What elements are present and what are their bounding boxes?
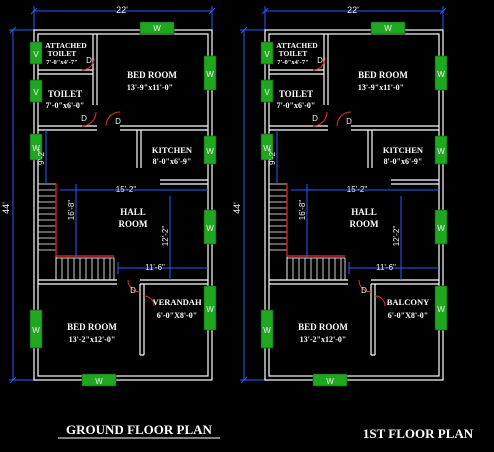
- room-size: 13'-9"x11'-0": [127, 83, 173, 92]
- dim-label: 12'-2": [392, 226, 401, 247]
- dim-label: 9'-2": [37, 149, 46, 165]
- room-name: BALCONY: [387, 297, 430, 307]
- window-mark: W: [263, 144, 271, 153]
- overall-width-label: 22': [347, 5, 359, 15]
- door-mark: D: [312, 114, 318, 123]
- window-mark: W: [437, 147, 445, 156]
- overall-width-dimension: [261, 6, 447, 30]
- room-name: HALL: [120, 207, 146, 217]
- door-mark: D: [130, 286, 136, 295]
- room-size: 8'-0"x6'-9": [384, 157, 423, 166]
- window-mark: W: [206, 70, 214, 79]
- stair-railing: [286, 184, 345, 257]
- overall-width-label: 22': [116, 5, 128, 15]
- room-name: ATTACHED: [45, 41, 87, 50]
- room-size: 6'-0"X8'-0": [157, 311, 197, 320]
- overall-width-dimension: [30, 6, 216, 30]
- window-mark: W: [153, 24, 161, 33]
- window-marks: V V W W W W W W W W: [263, 24, 445, 386]
- room-size: 13'-2"x12'-0": [69, 335, 116, 344]
- room-name: TOILET: [279, 49, 308, 58]
- outer-walls: [33, 29, 213, 381]
- window-mark: W: [206, 305, 214, 314]
- room-name: ROOM: [350, 219, 380, 229]
- window-mark: W: [263, 326, 271, 335]
- room-name: ATTACHED: [276, 41, 318, 50]
- overall-depth-dimension: [9, 26, 34, 384]
- room-size: 8'-0"x6'-9": [153, 157, 192, 166]
- window-mark: W: [437, 305, 445, 314]
- dim-label: 9'-2": [268, 149, 277, 165]
- dim-label: 11'-6": [145, 263, 165, 272]
- window-mark: W: [32, 144, 40, 153]
- room-size: 13'-2"x12'-0": [300, 335, 347, 344]
- windows: [260, 21, 448, 387]
- window-mark: V: [33, 50, 39, 59]
- ground-floor-plan: 22' 44': [1, 5, 220, 439]
- room-name: VERANDAH: [152, 297, 202, 307]
- door-marks: D D D D: [312, 56, 367, 295]
- room-name: TOILET: [48, 49, 77, 58]
- room-size: 6'-0"X8'-0": [388, 311, 428, 320]
- dim-label: 16'-8": [298, 200, 307, 221]
- door-mark: D: [115, 117, 121, 126]
- staircase: [268, 183, 346, 281]
- dim-label: 11'-6": [376, 263, 396, 272]
- window-mark: W: [384, 24, 392, 33]
- plan-title: GROUND FLOOR PLAN: [66, 422, 213, 437]
- room-name: KITCHEN: [152, 145, 193, 155]
- stair-railing: [55, 184, 114, 257]
- room-name: BED ROOM: [67, 322, 117, 332]
- window-mark: W: [437, 224, 445, 233]
- first-floor-plan: 22' 44': [232, 5, 474, 441]
- interior-walls: [269, 34, 439, 356]
- windows: [29, 21, 217, 387]
- room-name: TOILET: [48, 89, 82, 99]
- window-mark: W: [326, 377, 334, 386]
- window-mark: W: [437, 70, 445, 79]
- interior-dimensions: [276, 130, 439, 280]
- window-mark: W: [32, 326, 40, 335]
- room-size: 7'-0"x4'-7": [277, 59, 308, 66]
- door-swings: [312, 57, 386, 307]
- window-mark: V: [264, 88, 270, 97]
- window-mark: V: [33, 88, 39, 97]
- overall-depth-label: 44': [232, 202, 242, 214]
- window-mark: V: [264, 50, 270, 59]
- door-mark: D: [317, 56, 323, 65]
- plan-title: 1ST FLOOR PLAN: [363, 426, 474, 441]
- window-mark: W: [95, 377, 103, 386]
- door-marks: D D D D: [81, 56, 136, 295]
- window-mark: W: [206, 224, 214, 233]
- window-marks: V V W W W W W W W W: [32, 24, 214, 386]
- room-size: 7'-0"x6'-0": [46, 101, 85, 110]
- door-mark: D: [81, 114, 87, 123]
- dim-label: 12'-2": [161, 226, 170, 247]
- dim-label: 16'-8": [67, 200, 76, 221]
- door-mark: D: [346, 117, 352, 126]
- door-mark: D: [361, 286, 367, 295]
- door-mark: D: [86, 56, 92, 65]
- room-name: BED ROOM: [358, 70, 408, 80]
- room-name: BED ROOM: [298, 322, 348, 332]
- room-size: 13'-9"x11'-0": [358, 83, 404, 92]
- dim-label: 15'-2": [116, 185, 137, 194]
- overall-depth-label: 44': [1, 202, 11, 214]
- overall-depth-dimension: [240, 26, 265, 384]
- outer-walls: [264, 29, 444, 381]
- dim-label: 15'-2": [347, 185, 368, 194]
- room-name: HALL: [351, 207, 377, 217]
- room-size: 7'-0"x4'-7": [46, 59, 77, 66]
- room-size: 7'-0"x6'-0": [277, 101, 316, 110]
- room-name: BED ROOM: [127, 70, 177, 80]
- interior-dimensions: [45, 130, 208, 280]
- window-mark: W: [206, 147, 214, 156]
- room-name: TOILET: [279, 89, 313, 99]
- room-name: KITCHEN: [383, 145, 424, 155]
- door-swings: [81, 57, 155, 307]
- room-name: ROOM: [119, 219, 149, 229]
